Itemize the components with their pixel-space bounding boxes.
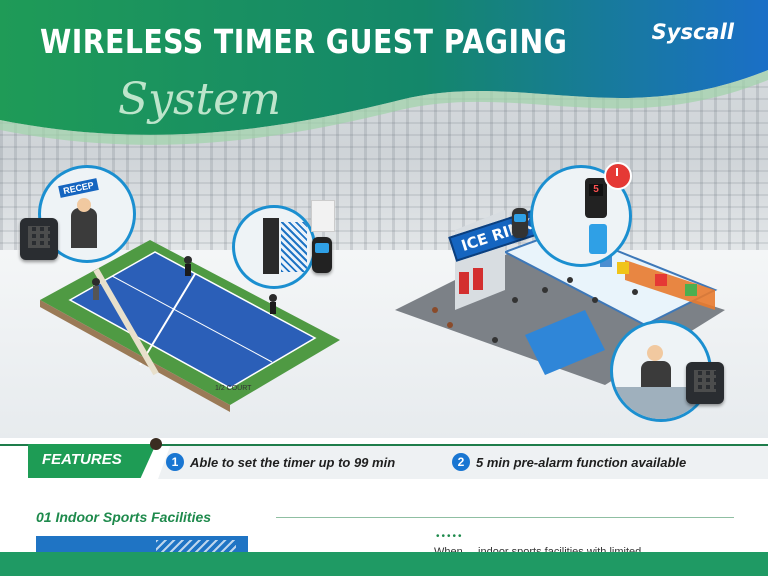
features-label: FEATURES: [42, 451, 122, 468]
feature-item-1: 1 Able to set the timer up to 99 min: [166, 453, 395, 471]
features-divider: [0, 444, 768, 446]
tennis-court-scene: 1/2 COURT: [40, 240, 340, 412]
brand-logo: Syscall: [651, 20, 734, 44]
features-dot-icon: [150, 438, 162, 450]
page-subtitle: System: [118, 74, 282, 125]
bottom-bar: [0, 552, 768, 576]
court-label: 1/2 COURT: [215, 385, 252, 392]
feature-number-2: 2: [452, 453, 470, 471]
court-closeup: [232, 205, 316, 289]
feature-item-2: 2 5 min pre-alarm function available: [452, 453, 686, 471]
pager-transmitter-left: [20, 218, 58, 260]
feature-text-1: Able to set the timer up to 99 min: [190, 454, 396, 470]
features-tag: FEATURES: [28, 444, 156, 478]
pager-transmitter-right: [686, 362, 724, 404]
section-title: 01 Indoor Sports Facilities: [36, 509, 212, 525]
feature-text-2: 5 min pre-alarm function available: [476, 454, 687, 470]
pager-display: 5: [589, 184, 603, 196]
alarm-clock-icon: [604, 162, 632, 190]
features-bar: FEATURES 1 Able to set the timer up to 9…: [0, 438, 768, 482]
reception-sign: RECEP: [58, 178, 99, 198]
page-title: WIRELESS TIMER GUEST PAGING: [40, 22, 568, 61]
section-rule: [276, 517, 734, 518]
reception-closeup-right: [610, 320, 712, 422]
pager-receiver-rink: [512, 208, 528, 238]
hero-banner: WIRELESS TIMER GUEST PAGING System Sysca…: [0, 0, 768, 440]
feature-number-1: 1: [166, 453, 184, 471]
repeater-device: [311, 200, 335, 232]
section-dots: •••••: [436, 531, 464, 542]
header-wave: [0, 0, 768, 145]
pager-receiver-court: [312, 237, 332, 273]
